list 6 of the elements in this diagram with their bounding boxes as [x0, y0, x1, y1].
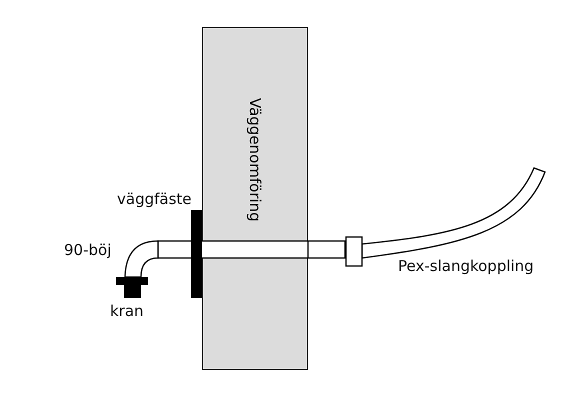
part-label: Pex-slangkoppling [398, 257, 534, 275]
part-label: 90-böj [64, 241, 112, 259]
wall-block [202, 27, 308, 370]
wall-label: Väggenomföring [246, 98, 264, 222]
part-label: kran [110, 302, 144, 320]
part-label: väggfäste [117, 190, 192, 208]
